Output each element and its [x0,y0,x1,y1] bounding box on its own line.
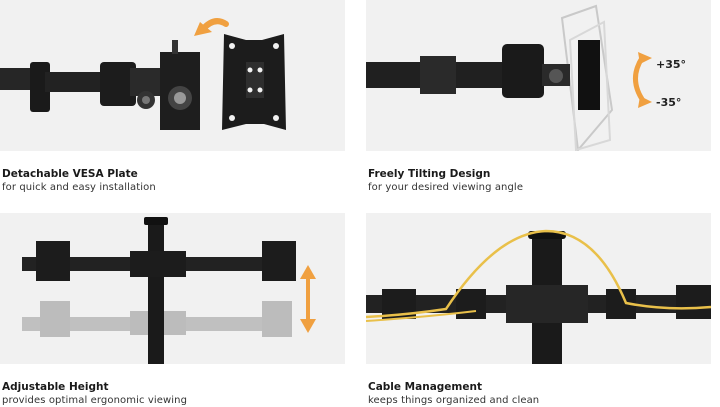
cable-management-image [366,213,711,364]
vesa-plate-image [0,0,345,151]
feature-subtitle: for your desired viewing angle [368,182,524,193]
vesa-plate-icon [222,34,286,130]
monitor-arm [366,40,600,110]
vesa-bracket [160,40,200,130]
feature-subtitle: keeps things organized and clean [368,395,540,406]
feature-caption-vesa: Detachable VESA Plate for quick and easy… [2,168,347,194]
tilt-up-label: +35° [656,58,686,71]
rotate-arrow-icon [194,18,229,36]
feature-caption-tilting: Freely Tilting Design for your desired v… [368,168,713,194]
tilt-arrow-icon [633,52,652,108]
tilting-design-image: +35° -35° [366,0,711,151]
feature-title: Freely Tilting Design [368,168,491,180]
feature-subtitle: for quick and easy installation [2,182,156,193]
pole [144,217,168,364]
feature-subtitle: provides optimal ergonomic viewing [2,395,188,406]
cable-icon [366,229,711,322]
adjustable-height-image [0,213,345,364]
upper-arm [22,241,296,281]
ghost-monitor-outline [560,4,614,151]
feature-caption-height: Adjustable Height provides optimal ergon… [2,381,347,407]
monitor-arm [0,62,160,112]
feature-title: Adjustable Height [2,381,109,393]
feature-title: Cable Management [368,381,482,393]
up-down-arrow-icon [300,265,316,333]
feature-caption-cable: Cable Management keeps things organized … [368,381,713,407]
feature-title: Detachable VESA Plate [2,168,138,180]
tilt-down-label: -35° [656,96,681,109]
